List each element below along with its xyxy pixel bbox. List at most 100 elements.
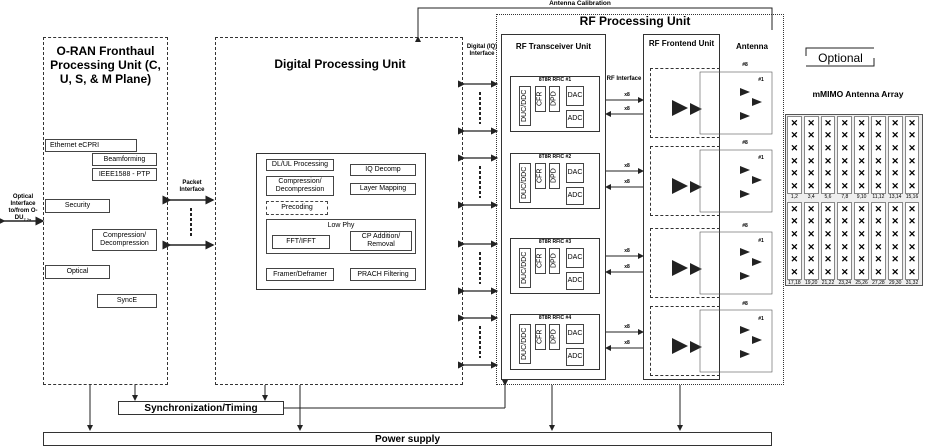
mimo-column-label: 3,4 [807, 194, 815, 200]
packet-interface-arrows [162, 195, 215, 250]
antenna-element-icon: ✕ [857, 267, 866, 278]
dpu-module-fft: FFT/IFFT [272, 235, 330, 249]
antenna-element-icon: ✕ [857, 117, 866, 128]
dac-label: DAC [567, 330, 583, 338]
mimo-column: ✕✕✕✕✕✕ [837, 116, 853, 194]
antenna-element-icon: ✕ [807, 181, 815, 192]
dpu-module-compression: Compression/ Decompression [266, 176, 334, 196]
antenna-element-icon: ✕ [908, 254, 916, 265]
antenna-element-icon: ✕ [807, 241, 815, 252]
sync-timing-label: Synchronization/Timing [144, 402, 258, 414]
mimo-column: ✕✕✕✕✕✕ [871, 202, 886, 280]
antenna-n-label: #8 [742, 140, 748, 146]
antenna-element-icon: ✕ [841, 229, 849, 240]
antenna-element-icon: ✕ [807, 117, 815, 128]
antenna-1-label: #1 [758, 77, 764, 83]
mimo-column: ✕✕✕✕✕✕ [854, 116, 869, 194]
antenna-element-icon: ✕ [874, 254, 883, 265]
dpu-module-iq: IQ Decomp [350, 164, 416, 176]
antenna-calibration-label: Antenna Calibration [549, 0, 611, 7]
mimo-column: ✕✕✕✕✕✕ [904, 202, 920, 280]
antenna-element-icon: ✕ [891, 216, 899, 227]
antenna-element-icon: ✕ [874, 155, 883, 166]
x8-label: x8 [624, 106, 630, 112]
mimo-column-label: 31,32 [905, 280, 919, 286]
x8-label: x8 [624, 92, 630, 98]
rfic-label: 8T8R RFIC #3 [538, 239, 572, 245]
dpu-module-prach: PRACH Filtering [350, 268, 416, 281]
antenna-element-icon: ✕ [841, 267, 849, 278]
antenna-element-icon: ✕ [790, 181, 799, 192]
antenna-element-icon: ✕ [790, 168, 799, 179]
adc-block: ADC [566, 110, 584, 128]
antenna-element-icon: ✕ [874, 216, 883, 227]
dpu-title: Digital Processing Unit [274, 57, 406, 71]
oran-module-security: Security [45, 199, 110, 213]
adc-block: ADC [566, 348, 584, 366]
antenna-element-icon: ✕ [790, 267, 799, 278]
mimo-column: ✕✕✕✕✕✕ [787, 202, 802, 280]
power-supply-label: Power supply [374, 433, 440, 445]
antenna-element-icon: ✕ [891, 203, 899, 214]
dpu-module-cp: CP Addition/ Removal [350, 231, 412, 251]
antenna-element-icon: ✕ [841, 143, 849, 154]
mimo-column: ✕✕✕✕✕✕ [904, 116, 920, 194]
antenna-element-icon: ✕ [891, 267, 899, 278]
antenna-element-icon: ✕ [841, 254, 849, 265]
oran-title: O-RAN Fronthaul Processing Unit (C, U, S… [50, 44, 161, 86]
antenna-n-label: #8 [742, 62, 748, 68]
digital-iq-arrows [458, 80, 499, 369]
antenna-element-icon: ✕ [891, 130, 899, 141]
adc-label: ADC [567, 115, 583, 123]
antenna-element-icon: ✕ [790, 155, 799, 166]
antenna-element-icon: ✕ [891, 168, 899, 179]
antenna-element-icon: ✕ [807, 229, 815, 240]
antenna-element-icon: ✕ [874, 229, 883, 240]
antenna-connections [699, 71, 773, 373]
antenna-element-icon: ✕ [824, 203, 832, 214]
antenna-element-icon: ✕ [857, 241, 866, 252]
oran-module-compression: Compression/ Decompression [92, 229, 157, 251]
antenna-element-icon: ✕ [824, 267, 832, 278]
oran-module-ptp: IEEE1588 - PTP [92, 168, 157, 181]
antenna-element-icon: ✕ [790, 254, 799, 265]
antenna-element-icon: ✕ [874, 267, 883, 278]
antenna-element-icon: ✕ [841, 181, 849, 192]
rf-processing-unit [496, 14, 784, 385]
dpu-module-framer: Framer/Deframer [266, 268, 334, 281]
rf-interface-label: RF Interface [606, 76, 642, 82]
antenna-element-icon: ✕ [824, 254, 832, 265]
antenna-element-icon: ✕ [891, 181, 899, 192]
x8-label: x8 [624, 264, 630, 270]
optional-label: Optional [818, 51, 863, 65]
antenna-element-icon: ✕ [908, 168, 916, 179]
mimo-column-label: 21,22 [821, 280, 835, 286]
antenna-element-icon: ✕ [908, 216, 916, 227]
antenna-element-icon: ✕ [807, 203, 815, 214]
mimo-column-label: 13,14 [888, 194, 902, 200]
power-sync-connectors [87, 380, 683, 431]
antenna-element-icon: ✕ [790, 229, 799, 240]
mimo-column-label: 9,10 [856, 194, 867, 200]
antenna-element-icon: ✕ [908, 130, 916, 141]
antenna-element-icon: ✕ [908, 241, 916, 252]
frontend-block [650, 68, 720, 138]
antenna-element-icon: ✕ [807, 216, 815, 227]
mimo-column-label: 11,12 [872, 194, 885, 200]
antenna-element-icon: ✕ [891, 143, 899, 154]
dpu-module-layer: Layer Mapping [350, 183, 416, 195]
mimo-column: ✕✕✕✕✕✕ [820, 202, 836, 280]
antenna-element-icon: ✕ [807, 267, 815, 278]
mimo-column-label: 7,8 [841, 194, 849, 200]
antenna-element-icon: ✕ [857, 203, 866, 214]
antenna-element-icon: ✕ [908, 117, 916, 128]
oran-module-beamforming: Beamforming [92, 153, 157, 166]
antenna-element-icon: ✕ [824, 216, 832, 227]
antenna-element-icon: ✕ [891, 254, 899, 265]
dac-label: DAC [567, 169, 583, 177]
digital-processing-unit [215, 37, 463, 385]
rf-frontend-title: RF Frontend Unit [648, 39, 715, 48]
frontend-amplifiers [672, 100, 702, 354]
antenna-element-icon: ✕ [807, 143, 815, 154]
mimo-column-label: 25,26 [855, 280, 868, 286]
